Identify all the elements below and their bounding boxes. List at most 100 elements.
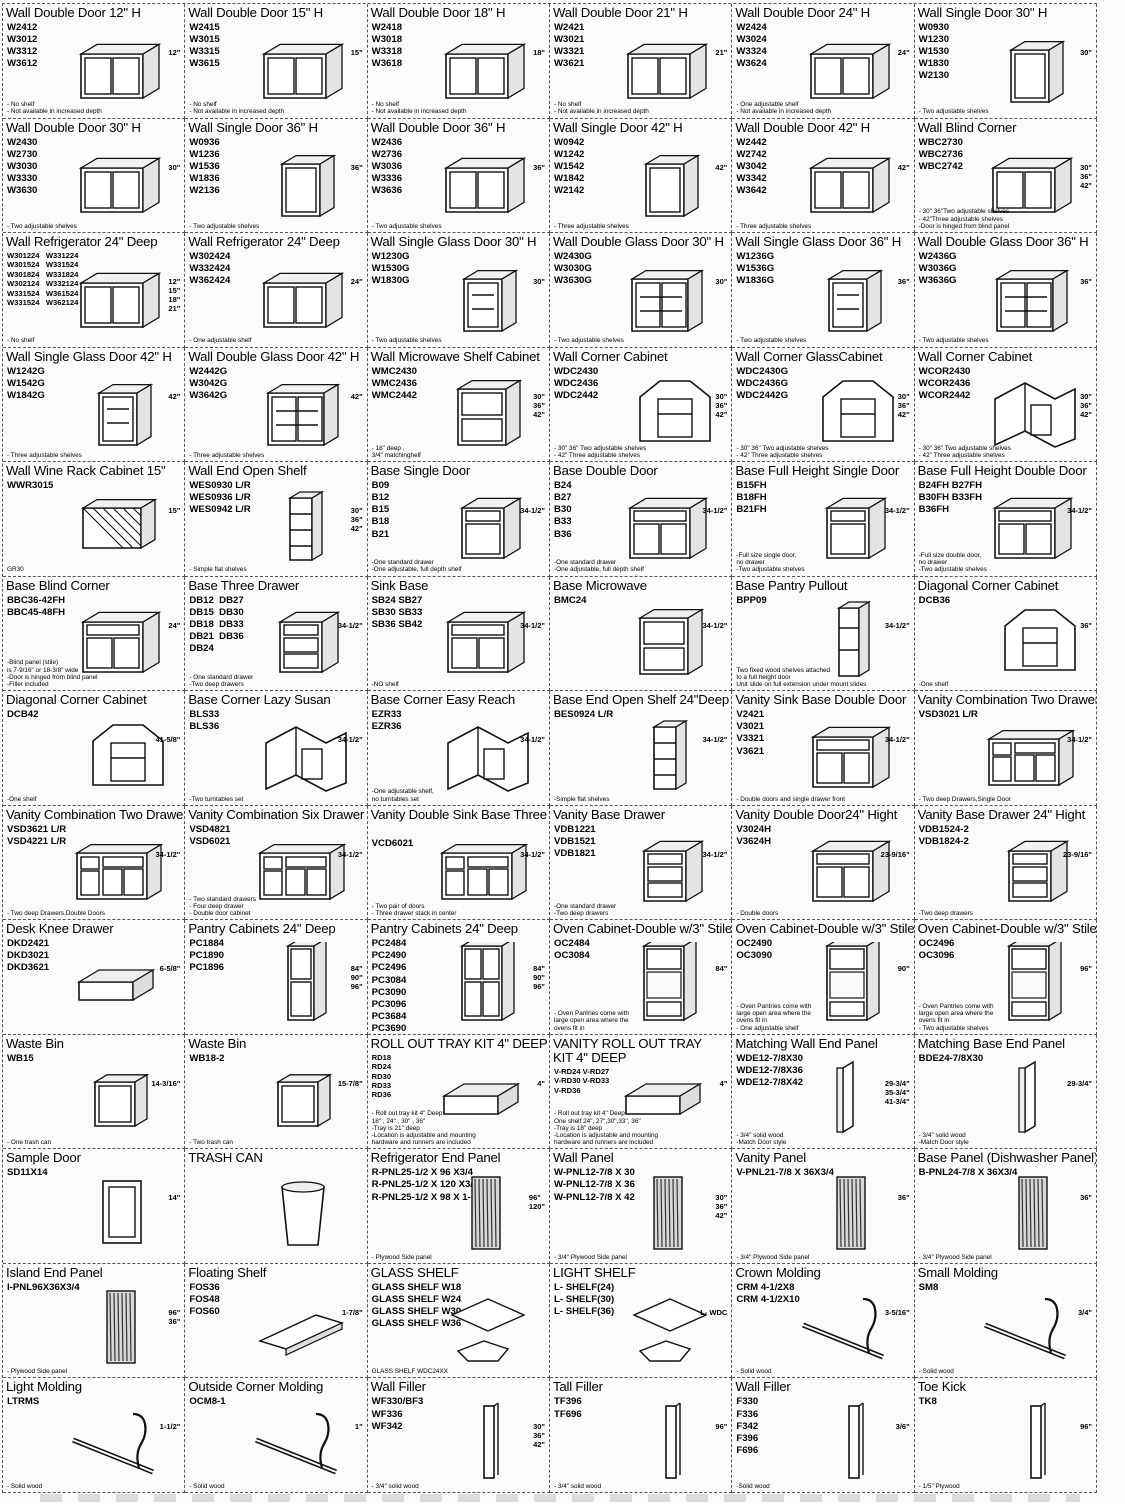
cabinet-title: Base Pantry Pullout xyxy=(735,577,848,593)
cabinet-line-art xyxy=(1008,39,1066,103)
cabinet-drawing xyxy=(793,1056,911,1136)
model-codes: DCB42 xyxy=(7,709,39,721)
dimension-label: 90" xyxy=(897,964,910,974)
cabinet-notes: - Solid wood xyxy=(7,1482,43,1490)
dimension-label: L- WDC xyxy=(700,1307,728,1317)
cabinet-line-art xyxy=(665,1402,682,1479)
cabinet-notes: - One adjustable shelf - Not available i… xyxy=(736,101,832,116)
cabinet-notes: - Roll out tray kit 4" Deep One shelf 24… xyxy=(553,1110,659,1147)
cabinet-line-art xyxy=(1006,937,1064,1021)
cabinet-line-art xyxy=(443,42,527,99)
cabinet-drawing xyxy=(793,827,911,907)
cabinet-title: Base Full Height Double Door xyxy=(917,463,1087,479)
model-codes: OCM8-1 xyxy=(189,1396,226,1408)
cabinet-title: Diagonal Corner Cabinet xyxy=(6,692,147,708)
dimension-label: 96" xyxy=(715,1422,728,1432)
cabinet-drawing xyxy=(610,1400,728,1480)
model-codes: SB24 SB27 SB30 SB33 SB36 SB42 xyxy=(371,594,423,630)
cabinet-title: Vanity Double Door24" Hight xyxy=(735,806,898,822)
cabinet-notes: - One standard drawer -Two deep drawers xyxy=(189,673,254,689)
cabinet-notes: - Oven Pantries come with large open are… xyxy=(553,1010,629,1032)
cabinet-drawing xyxy=(246,827,364,907)
dimension-label: 12" xyxy=(168,48,181,57)
cabinet-drawing xyxy=(793,713,911,793)
cabinet-line-art xyxy=(74,843,164,901)
model-codes: WES0930 L/R WES0936 L/R WES0942 L/R xyxy=(189,480,251,516)
cabinet-line-art xyxy=(627,496,709,559)
cabinet-title: Wall Double Door 15" H xyxy=(188,5,323,20)
model-codes: W301224 W331224 W301524 W331524 W301824 … xyxy=(7,251,79,308)
dimension-label: 30" xyxy=(168,162,181,172)
cabinet-line-art xyxy=(459,937,517,1021)
dimension-label: 34-1/2" xyxy=(884,620,910,630)
cabinet-line-art xyxy=(824,496,888,559)
cabinet-line-art xyxy=(257,843,347,901)
cabinet-drawing xyxy=(428,1056,546,1136)
cabinet-title: Base Single Door xyxy=(370,463,471,479)
cabinet-drawing xyxy=(793,1285,911,1365)
cabinet-notes: -One standard drawer -One adjustable, fu… xyxy=(553,559,644,574)
cabinet-drawing xyxy=(246,26,364,106)
cabinet-line-art xyxy=(625,42,709,99)
cabinet-title: Wall Double Door 18" H xyxy=(370,5,506,20)
cabinet-line-art xyxy=(92,723,165,786)
dimension-label: 1" xyxy=(354,1422,363,1432)
model-codes: W0942 W1242 W1542 W1842 W2142 xyxy=(553,136,585,196)
cabinet-line-art xyxy=(92,1074,150,1128)
dimension-label: 34-1/2" xyxy=(702,506,728,516)
cabinet-line-art xyxy=(471,1176,501,1250)
model-codes: OC2490 OC3090 xyxy=(736,938,773,962)
cabinet-notes: GLASS SHELF WDC24XX xyxy=(371,1368,449,1376)
cabinet-title: Crown Molding xyxy=(735,1264,821,1280)
dimension-label: 30" 36" 42" xyxy=(1080,162,1092,190)
model-codes: LTRMS xyxy=(7,1396,40,1408)
cabinet-notes: - Two adjustable shelves xyxy=(918,108,989,116)
cabinet-drawing xyxy=(610,713,728,793)
dimension-label: 34-1/2" xyxy=(1067,735,1092,745)
cabinet-line-art xyxy=(826,269,884,332)
cabinet-line-art xyxy=(264,725,347,792)
model-codes: VSD4821 VSD6021 xyxy=(189,823,231,847)
cabinet-drawing xyxy=(610,827,728,907)
cabinet-notes: - Two adjustable shelves xyxy=(553,337,624,345)
model-codes: WDC2430 WDC2436 WDC2442 xyxy=(553,365,599,401)
dimension-label: 96" xyxy=(1080,1422,1092,1432)
cabinet-notes: - Two deep Drawers,Double Doors xyxy=(7,910,105,918)
cabinet-drawing xyxy=(793,26,911,106)
cabinet-line-art xyxy=(72,1412,155,1475)
dimension-label: 36" xyxy=(897,277,910,287)
dimension-label: 24" xyxy=(350,277,363,287)
cabinet-notes: -Simple flat shelves xyxy=(553,795,610,803)
cabinet-drawing xyxy=(610,1056,728,1136)
dimension-label: 34-1/2" xyxy=(155,849,181,859)
dimension-label: 36" xyxy=(1080,277,1092,287)
cabinet-drawing xyxy=(63,1400,181,1480)
dimension-label: 34-1/2" xyxy=(1067,506,1092,516)
cabinet-notes: - 30" 36"Two adjustable shelves - 42"Thr… xyxy=(918,208,1010,230)
cabinet-title: Base Panel (Dishwasher Panel) xyxy=(917,1150,1097,1166)
dimension-label: 24" xyxy=(168,620,181,630)
dimension-label: 34-1/2" xyxy=(337,735,363,745)
cabinet-notes: - Two trash can xyxy=(189,1139,233,1147)
model-codes: W2430 W2730 W3030 W3330 W3630 xyxy=(7,136,38,196)
cabinet-notes: - 3/4" solid wood xyxy=(371,1482,419,1490)
